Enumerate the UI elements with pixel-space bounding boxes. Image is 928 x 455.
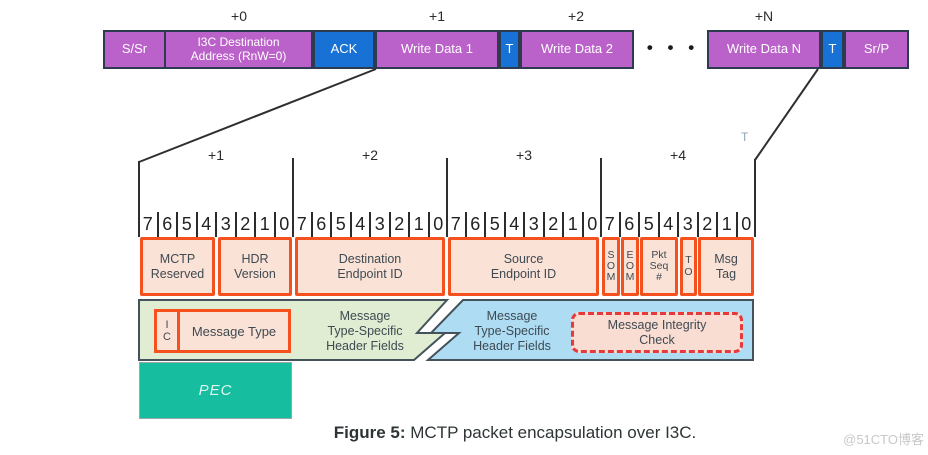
bit-label: 6	[313, 212, 332, 237]
mctp-offset-label-1: +1	[208, 147, 224, 163]
mctp-offset-label-2: +2	[362, 147, 378, 163]
field-to: T O	[680, 237, 697, 296]
bit-group-byte1: 7 6 5 4 3 2 1 0	[139, 212, 293, 237]
blue-header-fields-text: Message Type-Specific Header Fields	[473, 308, 551, 353]
i3c-box-destination-address: I3C Destination Address (RnW=0)	[164, 30, 313, 69]
i3c-offset-label-1: +1	[429, 8, 445, 24]
field-destination-endpoint-id: Destination Endpoint ID	[295, 237, 445, 296]
bit-label: 0	[433, 214, 444, 234]
field-som: S O M	[602, 237, 620, 296]
bit-label: 0	[587, 214, 598, 234]
i3c-offset-label-0: +0	[231, 8, 247, 24]
bit-label: 1	[564, 212, 584, 237]
field-eom: E O M	[621, 237, 639, 296]
i3c-offset-label-n: +N	[754, 8, 774, 24]
i3c-offset-label-2: +2	[568, 8, 584, 24]
field-source-endpoint-id: Source Endpoint ID	[448, 237, 599, 296]
bit-label: 3	[525, 212, 545, 237]
field-message-integrity-check: Message Integrity Check	[571, 312, 743, 353]
bit-label: 4	[198, 212, 217, 237]
field-pkt-seq: Pkt Seq #	[640, 237, 678, 296]
mctp-offset-label-4: +4	[670, 147, 686, 163]
field-ic: I C	[157, 312, 180, 350]
bit-label: 4	[506, 212, 525, 237]
bit-label: 2	[391, 212, 410, 237]
bit-label: 3	[371, 212, 391, 237]
bit-label: 6	[467, 212, 486, 237]
figure-caption-text: MCTP packet encapsulation over I3C.	[405, 423, 697, 442]
figure-caption-label: Figure 5:	[333, 423, 406, 442]
bit-label: 1	[410, 212, 430, 237]
figure-caption: Figure 5: MCTP packet encapsulation over…	[100, 423, 928, 443]
bit-label: 1	[256, 212, 276, 237]
bit-label: 7	[139, 212, 159, 237]
i3c-box-write-data-2: Write Data 2	[520, 30, 634, 69]
field-pec: PEC	[139, 362, 292, 419]
bit-label: 7	[447, 212, 467, 237]
bit-number-ruler: 7 6 5 4 3 2 1 0 7 6 5 4 3 2 1 0 7 6 5 4 …	[139, 212, 755, 237]
bit-label: 5	[332, 212, 352, 237]
bit-label: 2	[545, 212, 564, 237]
t-bit-marker: T	[741, 130, 749, 144]
i3c-box-ack: ACK	[313, 30, 375, 69]
ellipsis-dots: • • •	[646, 38, 700, 57]
field-msg-tag: Msg Tag	[698, 237, 754, 296]
bit-label: 3	[217, 212, 237, 237]
bit-label: 0	[741, 214, 752, 234]
mctp-offset-label-3: +3	[516, 147, 532, 163]
ic-message-type-box: I C Message Type	[154, 309, 291, 353]
bit-label: 5	[640, 212, 660, 237]
bit-label: 2	[699, 212, 718, 237]
i3c-box-t-1: T	[499, 30, 520, 69]
i3c-box-sr-p: Sr/P	[844, 30, 909, 69]
bit-label: 5	[178, 212, 198, 237]
bit-label: 7	[293, 212, 313, 237]
green-header-fields-text: Message Type-Specific Header Fields	[326, 308, 404, 353]
bit-label: 4	[660, 212, 679, 237]
bit-group-byte4: 7 6 5 4 3 2 1 0	[601, 212, 755, 237]
bit-label: 6	[621, 212, 640, 237]
bit-label: 2	[237, 212, 256, 237]
i3c-box-t-n: T	[821, 30, 844, 69]
bit-label: 4	[352, 212, 371, 237]
bit-label: 7	[601, 212, 621, 237]
bit-group-byte2: 7 6 5 4 3 2 1 0	[293, 212, 447, 237]
i3c-box-s-sr: S/Sr	[103, 30, 166, 69]
bit-label: 3	[679, 212, 699, 237]
bit-label: 5	[486, 212, 506, 237]
i3c-box-write-data-1: Write Data 1	[375, 30, 499, 69]
bit-label: 6	[159, 212, 178, 237]
field-message-type: Message Type	[191, 323, 277, 339]
bit-label: 0	[279, 214, 290, 234]
expand-line-right	[754, 68, 819, 161]
field-mctp-reserved: MCTP Reserved	[140, 237, 215, 296]
bit-label: 1	[718, 212, 738, 237]
field-hdr-version: HDR Version	[218, 237, 292, 296]
bit-group-byte3: 7 6 5 4 3 2 1 0	[447, 212, 601, 237]
watermark: @51CTO博客	[843, 432, 924, 447]
i3c-box-write-data-n: Write Data N	[707, 30, 821, 69]
